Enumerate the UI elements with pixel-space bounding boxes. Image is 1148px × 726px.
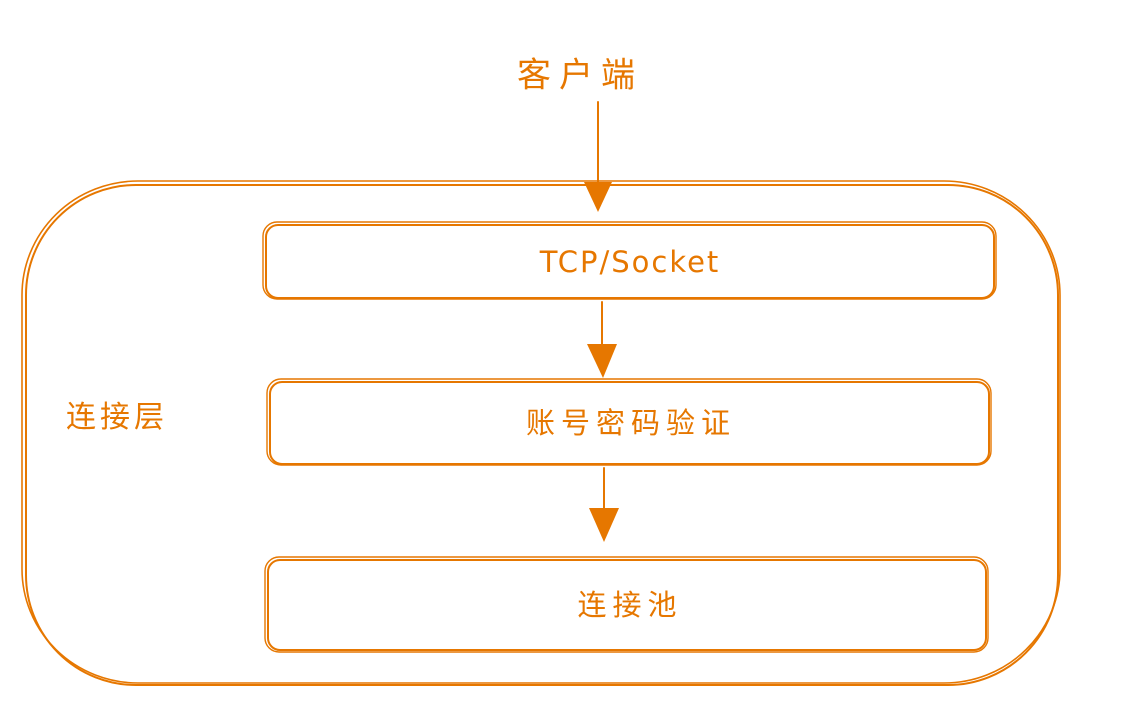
connection-layer-label: 连接层 xyxy=(66,400,168,435)
arrow-tcp-to-auth xyxy=(587,301,617,378)
auth-label: 账号密码验证 xyxy=(525,406,737,440)
auth-box xyxy=(266,378,992,466)
tcp-socket-box xyxy=(262,221,997,300)
connection-pool-label: 连接池 xyxy=(577,588,683,622)
connection-pool-box xyxy=(264,556,989,653)
tcp-socket-label: TCP/Socket xyxy=(539,245,721,279)
arrow-client-to-layer xyxy=(584,101,612,212)
arrow-auth-to-pool xyxy=(589,467,619,542)
connection-layer-container xyxy=(21,180,1061,686)
client-label: 客户端 xyxy=(517,55,643,96)
